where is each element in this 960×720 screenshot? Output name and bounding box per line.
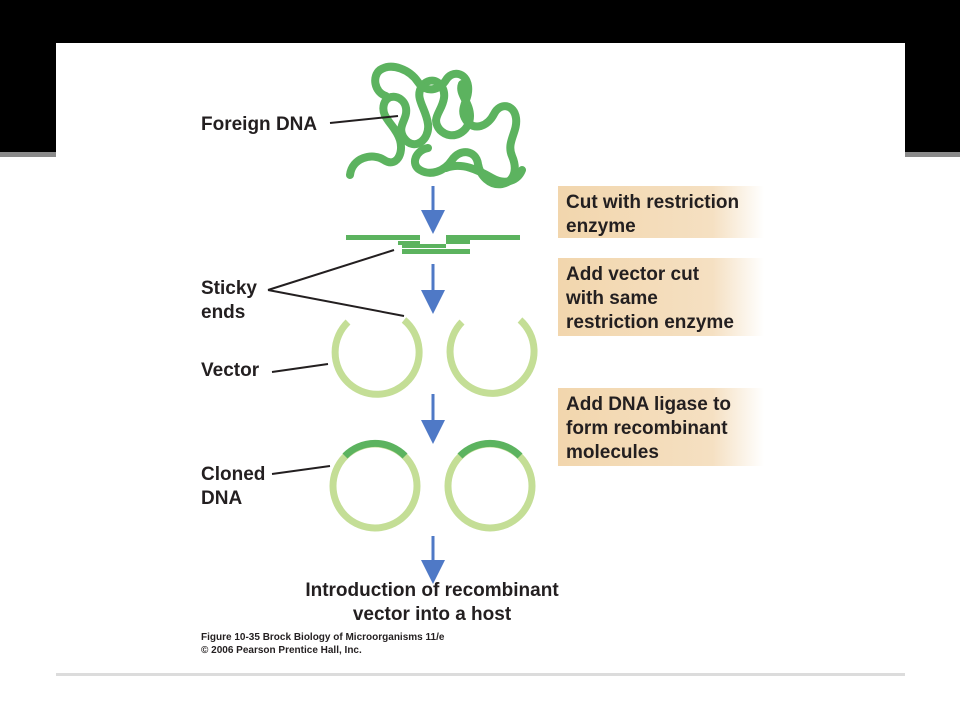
step-box-3 — [558, 388, 764, 466]
label-vector: Vector — [201, 360, 260, 381]
cut-fragments — [346, 235, 520, 254]
sticky-ends-leader-2 — [267, 289, 405, 317]
step-1-line-2: enzyme — [566, 216, 636, 237]
vector-right — [446, 317, 538, 397]
figure-credit-line-1: Figure 10-35 Brock Biology of Microorgan… — [201, 632, 445, 643]
step-3-line-3: molecules — [566, 442, 659, 463]
fragment-middle-top — [402, 244, 446, 248]
final-caption-line-2: vector into a host — [353, 604, 512, 625]
figure-panel — [56, 43, 905, 673]
cloned-dna-plasmids — [329, 439, 536, 532]
slide-divider-left — [0, 152, 56, 157]
label-sticky-ends-line2: ends — [201, 302, 245, 323]
label-cloned-dna-line2: DNA — [201, 488, 242, 509]
step-3-line-2: form recombinant — [566, 418, 728, 439]
step-3-line-1: Add DNA ligase to — [566, 394, 731, 415]
cloned-left-insert — [342, 439, 408, 459]
figure-credit-line-2: © 2006 Pearson Prentice Hall, Inc. — [201, 645, 362, 656]
vector-left — [331, 317, 423, 398]
fragment-middle — [402, 249, 470, 254]
cloned-right-insert — [457, 439, 523, 459]
step-2-line-2: with same — [565, 288, 658, 309]
cloned-left — [329, 440, 421, 532]
vector-leader — [271, 363, 329, 373]
sticky-ends-leader-1 — [267, 249, 395, 291]
cloned-right — [444, 440, 536, 532]
figure-bottom-rule — [56, 673, 905, 676]
fragment-right — [446, 235, 520, 240]
final-caption-line-1: Introduction of recombinant — [305, 580, 559, 601]
label-foreign-dna: Foreign DNA — [201, 114, 317, 135]
slide-divider-right — [905, 152, 960, 157]
fragment-right-tail — [446, 240, 470, 244]
step-2-line-3: restriction enzyme — [566, 312, 734, 333]
cloned-dna-leader — [271, 465, 331, 475]
label-sticky-ends-line1: Sticky — [201, 278, 257, 299]
foreign-dna-leader — [329, 115, 399, 124]
step-box-2 — [558, 258, 764, 336]
fragment-left — [346, 235, 420, 240]
vector-plasmids — [331, 317, 538, 398]
fragment-left-tail — [398, 241, 420, 245]
foreign-dna-strand — [346, 62, 526, 189]
label-cloned-dna-line1: Cloned — [201, 464, 265, 485]
step-2-line-1: Add vector cut — [566, 264, 700, 285]
step-box-1 — [558, 186, 764, 238]
step-1-line-1: Cut with restriction — [566, 192, 739, 213]
